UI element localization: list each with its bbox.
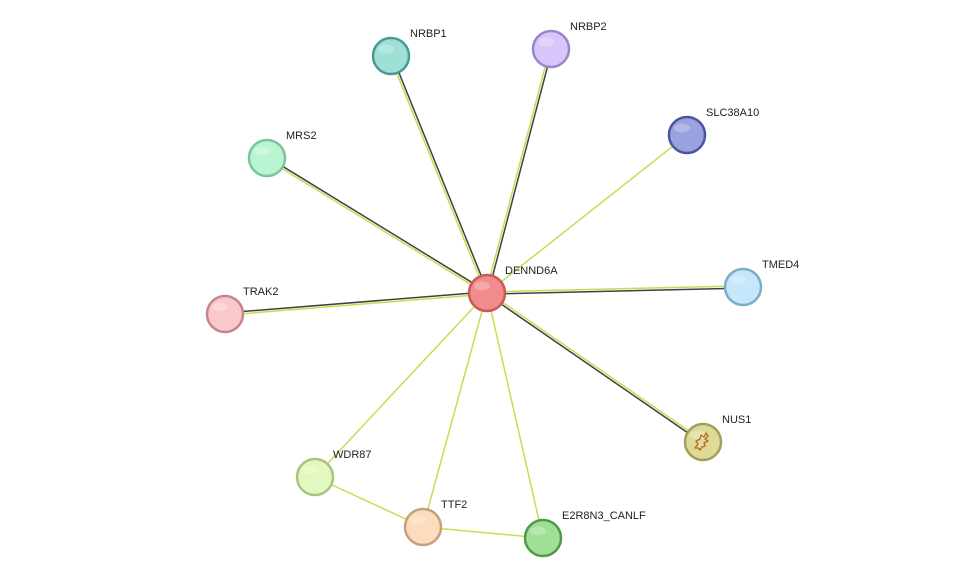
edge-evidence-textmining (314, 476, 424, 528)
node-ttf2[interactable]: TTF2 (403, 499, 467, 547)
node-label: SLC38A10 (706, 107, 759, 119)
node-circle[interactable] (371, 36, 411, 76)
network-edges (224, 48, 744, 539)
edge-evidence-textmining (266, 158, 487, 295)
node-label: NRBP2 (570, 21, 607, 33)
edge-evidence-coexpression (487, 287, 744, 295)
node-circle[interactable] (205, 294, 245, 334)
edge-evidence-textmining (422, 526, 544, 539)
edge-dennd6a-tmed4[interactable] (486, 285, 744, 295)
edge-evidence-coexpression (391, 55, 489, 293)
node-label: DENND6A (505, 265, 558, 277)
edge-dennd6a-slc38a10[interactable] (486, 134, 688, 294)
node-wdr87[interactable]: WDR87 (295, 449, 372, 497)
node-label: WDR87 (333, 449, 372, 461)
node-label: TTF2 (441, 499, 467, 511)
edge-evidence-textmining (389, 56, 487, 294)
node-label: MRS2 (286, 130, 317, 142)
node-highlight (674, 123, 690, 133)
edge-ttf2-e2r8n3-canlf[interactable] (422, 526, 544, 539)
edge-evidence-textmining (486, 134, 688, 294)
edge-dennd6a-e2r8n3-canlf[interactable] (486, 292, 544, 539)
node-circle[interactable] (403, 507, 443, 547)
node-label: E2R8N3_CANLF (562, 510, 646, 522)
edge-evidence-textmining (486, 292, 544, 539)
edge-evidence-coexpression (485, 293, 703, 444)
node-trak2[interactable]: TRAK2 (205, 286, 278, 334)
node-nrbp1[interactable]: NRBP1 (371, 28, 447, 76)
edge-dennd6a-nrbp1[interactable] (389, 55, 489, 294)
edge-evidence-textmining (485, 48, 551, 293)
edge-evidence-textmining (225, 293, 488, 316)
node-circle[interactable] (467, 273, 507, 313)
network-nodes: DENND6A NRBP1 NRBP2SLC38A10MRS2TMED4TRAK2N… (205, 21, 799, 558)
node-highlight (212, 302, 228, 312)
edge-evidence-textmining (314, 292, 488, 478)
node-circle[interactable] (667, 115, 707, 155)
node-label: TMED4 (762, 259, 799, 271)
edge-evidence-coexpression (224, 291, 487, 314)
node-circle[interactable] (531, 29, 571, 69)
node-circle[interactable] (247, 138, 287, 178)
node-circle[interactable] (723, 267, 763, 307)
node-highlight (474, 281, 490, 291)
node-highlight (302, 465, 318, 475)
node-label: NRBP1 (410, 28, 447, 40)
node-label: TRAK2 (243, 286, 278, 298)
node-highlight (538, 37, 554, 47)
node-highlight (410, 515, 426, 525)
edge-evidence-coexpression (487, 49, 553, 294)
node-nus1[interactable]: NUS1 (683, 414, 751, 462)
node-highlight (730, 275, 746, 285)
node-circle[interactable] (295, 457, 335, 497)
edge-dennd6a-trak2[interactable] (224, 291, 488, 316)
protein-structure-icon (694, 432, 709, 451)
node-e2r8n3-canlf[interactable]: E2R8N3_CANLF (523, 510, 646, 558)
node-nrbp2[interactable]: NRBP2 (531, 21, 607, 69)
node-highlight (530, 526, 546, 536)
edge-wdr87-ttf2[interactable] (314, 476, 424, 528)
node-highlight (378, 44, 394, 54)
edge-dennd6a-nus1[interactable] (485, 291, 705, 444)
node-label: NUS1 (722, 414, 751, 426)
edge-dennd6a-wdr87[interactable] (314, 292, 488, 478)
edge-evidence-textmining (486, 285, 743, 293)
node-highlight (254, 146, 270, 156)
edge-dennd6a-nrbp2[interactable] (485, 48, 553, 294)
node-highlight (690, 430, 706, 440)
node-dennd6a[interactable]: DENND6A (467, 265, 558, 313)
node-circle[interactable] (523, 518, 563, 558)
edge-evidence-textmining (422, 292, 488, 528)
node-tmed4[interactable]: TMED4 (723, 259, 799, 307)
edge-dennd6a-mrs2[interactable] (266, 156, 488, 295)
node-mrs2[interactable]: MRS2 (247, 130, 317, 178)
edge-dennd6a-ttf2[interactable] (422, 292, 488, 528)
node-slc38a10[interactable]: SLC38A10 (667, 107, 759, 155)
edge-evidence-textmining (487, 291, 705, 442)
node-circle[interactable] (683, 422, 723, 462)
edge-evidence-coexpression (267, 156, 488, 293)
